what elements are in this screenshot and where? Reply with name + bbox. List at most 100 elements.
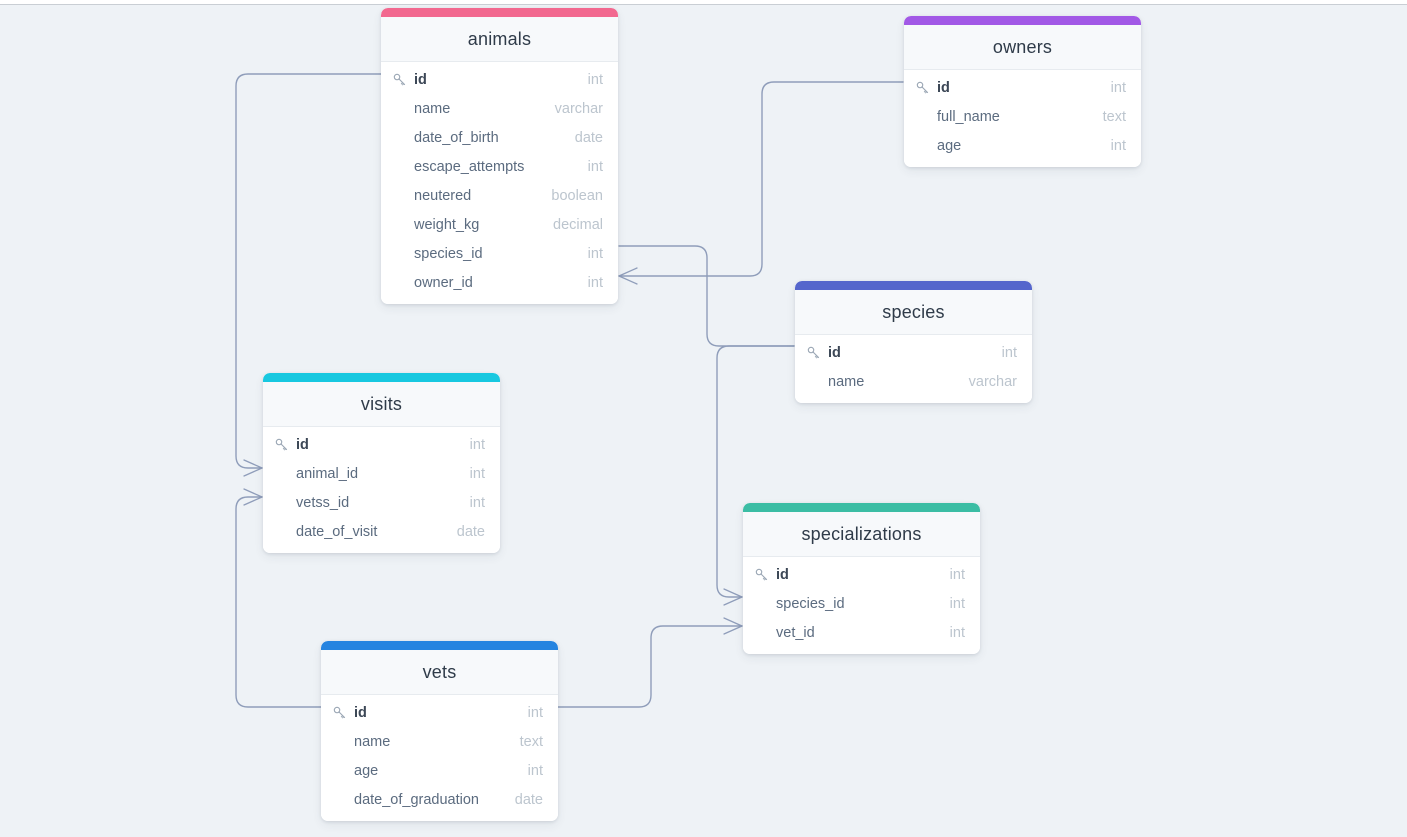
field-type: varchar xyxy=(554,100,603,117)
field-name: id xyxy=(414,71,427,88)
crowsfoot-specializations-species-id xyxy=(723,588,743,606)
top-toolbar-strip xyxy=(0,0,1407,5)
table-row[interactable]: id int xyxy=(263,430,500,459)
field-type: int xyxy=(469,465,485,482)
field-name: age xyxy=(937,137,962,154)
field-name: age xyxy=(354,762,379,779)
field-name: full_name xyxy=(937,108,1000,125)
crowsfoot-specializations-vet-id xyxy=(723,617,743,635)
field-name: owner_id xyxy=(414,274,473,291)
field-type: int xyxy=(527,762,543,779)
field-type: int xyxy=(587,274,603,291)
field-type: int xyxy=(469,436,485,453)
field-name: id xyxy=(776,566,789,583)
field-name: id xyxy=(296,436,309,453)
key-icon xyxy=(916,81,929,93)
table-row[interactable]: name text xyxy=(321,727,558,756)
field-name: neutered xyxy=(414,187,472,204)
table-row[interactable]: id int xyxy=(381,65,618,94)
primary-key-slot xyxy=(393,73,414,87)
edge-vets-specializations xyxy=(557,625,743,708)
table-row[interactable]: owner_id int xyxy=(381,268,618,297)
field-name: name xyxy=(354,733,391,750)
field-type: int xyxy=(587,71,603,88)
table-accent-bar xyxy=(795,281,1032,290)
field-type: int xyxy=(1001,344,1017,361)
table-row[interactable]: date_of_graduation date xyxy=(321,785,558,814)
field-type: date xyxy=(456,523,485,540)
primary-key-slot xyxy=(916,81,937,95)
field-name: id xyxy=(828,344,841,361)
table-accent-bar xyxy=(381,8,618,17)
field-type: int xyxy=(949,595,965,612)
field-name: name xyxy=(414,100,451,117)
table-title: visits xyxy=(263,382,500,427)
field-type: text xyxy=(519,733,543,750)
primary-key-slot xyxy=(333,706,354,720)
table-row[interactable]: name varchar xyxy=(381,94,618,123)
table-row[interactable]: id int xyxy=(795,338,1032,367)
table-accent-bar xyxy=(904,16,1141,25)
field-type: int xyxy=(1110,137,1126,154)
field-type: int xyxy=(949,624,965,641)
key-icon xyxy=(333,706,346,718)
table-row[interactable]: date_of_visit date xyxy=(263,517,500,546)
field-type: int xyxy=(587,245,603,262)
primary-key-slot xyxy=(807,346,828,360)
field-name: escape_attempts xyxy=(414,158,525,175)
table-row[interactable]: escape_attempts int xyxy=(381,152,618,181)
field-name: date_of_graduation xyxy=(354,791,479,808)
field-name: species_id xyxy=(414,245,483,262)
edge-animals-owners xyxy=(618,81,904,277)
field-name: id xyxy=(354,704,367,721)
field-type: int xyxy=(469,494,485,511)
table-row[interactable]: vetss_id int xyxy=(263,488,500,517)
primary-key-slot xyxy=(755,568,776,582)
table-row[interactable]: age int xyxy=(904,131,1141,160)
edge-animals-species xyxy=(618,245,795,347)
table-accent-bar xyxy=(263,373,500,382)
table-accent-bar xyxy=(743,503,980,512)
field-type: decimal xyxy=(553,216,603,233)
key-icon xyxy=(393,73,406,85)
key-icon xyxy=(807,346,820,358)
table-row[interactable]: species_id int xyxy=(743,589,980,618)
field-name: species_id xyxy=(776,595,845,612)
table-row[interactable]: age int xyxy=(321,756,558,785)
table-title: animals xyxy=(381,17,618,62)
table-row[interactable]: species_id int xyxy=(381,239,618,268)
field-name: name xyxy=(828,373,865,390)
field-type: int xyxy=(527,704,543,721)
table-title: specializations xyxy=(743,512,980,557)
table-row[interactable]: id int xyxy=(321,698,558,727)
field-type: date xyxy=(514,791,543,808)
primary-key-slot xyxy=(275,438,296,452)
field-name: vetss_id xyxy=(296,494,350,511)
field-type: int xyxy=(587,158,603,175)
crowsfoot-visits-vetss-id xyxy=(243,488,263,506)
field-name: date_of_visit xyxy=(296,523,378,540)
field-type: date xyxy=(574,129,603,146)
